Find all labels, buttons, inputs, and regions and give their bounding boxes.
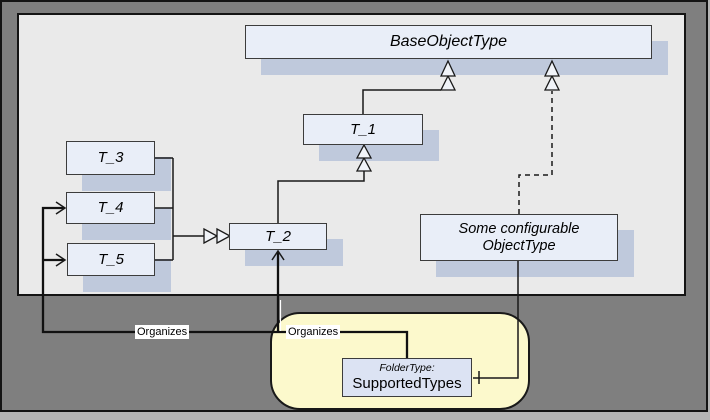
edge-t2-to-t1 — [277, 171, 365, 223]
node-t2-label: T_2 — [265, 227, 291, 245]
node-some-configurable-line1: Some configurable — [458, 220, 580, 237]
node-some-configurable-line2: ObjectType — [482, 237, 556, 254]
edge-some-to-base-dashed — [518, 91, 553, 214]
organizes-label-left: Organizes — [135, 325, 190, 339]
triangle-into-t2-left — [203, 227, 232, 245]
node-t1-label: T_1 — [350, 120, 376, 138]
folder-name-label: SupportedTypes — [352, 374, 462, 392]
node-folder-supported-types: FolderType: SupportedTypes — [342, 358, 472, 397]
folder-type-label: FolderType: — [379, 362, 435, 375]
edge-t345-to-t2 — [155, 157, 204, 261]
node-some-configurable-object-type: Some configurable ObjectType — [420, 214, 618, 261]
edge-t1-to-base — [362, 89, 441, 114]
triangle-under-t1 — [355, 143, 373, 172]
node-t2: T_2 — [229, 223, 327, 250]
triangle-base-dashed — [543, 59, 561, 91]
node-base-object-type: BaseObjectType — [245, 25, 652, 59]
node-t5: T_5 — [67, 243, 155, 276]
triangle-base-solid — [439, 59, 457, 91]
arrowhead-into-t2-bottom — [271, 249, 285, 261]
edge-organizes-left — [41, 206, 409, 358]
node-t3: T_3 — [66, 141, 155, 175]
node-t4: T_4 — [66, 192, 155, 224]
organizes-label-right: Organizes — [286, 325, 341, 339]
node-t5-label: T_5 — [98, 250, 124, 268]
arrowhead-into-t5 — [55, 253, 67, 267]
node-t1: T_1 — [303, 114, 423, 145]
node-t4-label: T_4 — [97, 199, 124, 217]
arrowhead-into-t4 — [55, 201, 67, 215]
edge-some-to-folder — [473, 261, 519, 379]
node-base-object-type-label: BaseObjectType — [389, 32, 508, 50]
node-t3-label: T_3 — [97, 149, 124, 167]
